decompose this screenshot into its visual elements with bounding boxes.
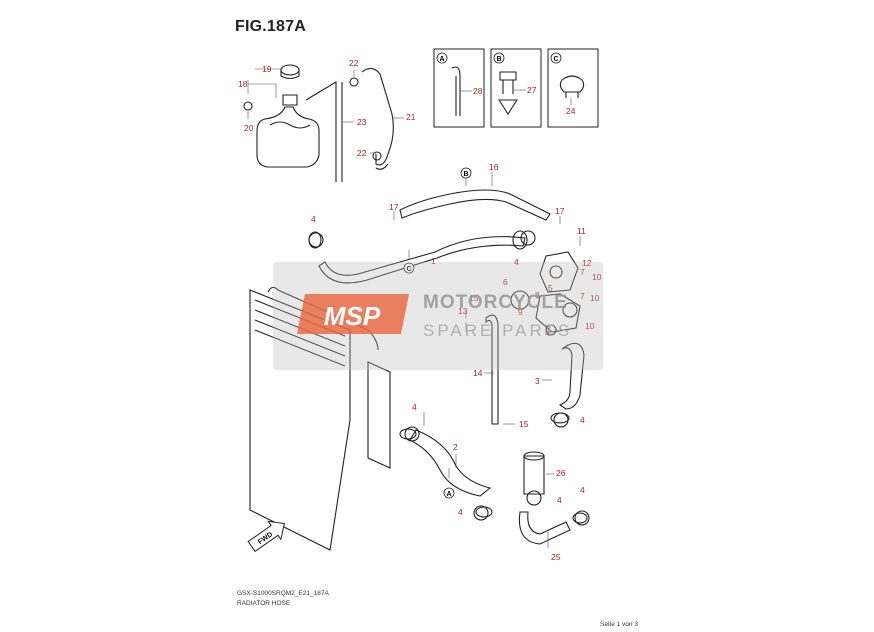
callout-17-right: 17 — [555, 206, 565, 216]
marker-a-letter: A — [446, 491, 451, 498]
inset-a-letter: A — [439, 56, 444, 63]
holder-icon — [559, 75, 585, 98]
inset-c: C 24 — [547, 48, 599, 128]
callout-labels: 19 18 20 22 23 21 22 17 16 17 4 1 4 11 1… — [238, 58, 602, 562]
callout-22-top: 22 — [349, 58, 359, 68]
fwd-arrow-icon: FWD — [247, 520, 285, 553]
page-indicator: Seite 1 von 3 — [600, 621, 638, 628]
callout-12: 12 — [582, 258, 592, 268]
callout-2: 2 — [453, 442, 458, 452]
watermark: MSP MOTORCYCLE SPARE PARTS — [273, 262, 603, 370]
callout-16: 16 — [489, 162, 499, 172]
inset-a: A 28 — [433, 48, 485, 128]
callout-4-g: 4 — [557, 495, 562, 505]
callout-11: 11 — [577, 226, 586, 236]
clip-icon — [497, 71, 519, 116]
inset-b-letter: B — [496, 56, 501, 63]
callout-18: 18 — [238, 79, 248, 89]
callout-24: 24 — [566, 106, 576, 116]
hose-25 — [518, 511, 588, 545]
callout-10-b: 10 — [590, 293, 600, 303]
callout-9: 9 — [518, 307, 523, 317]
callout-6: 6 — [503, 277, 508, 287]
callout-17-left: 17 — [389, 202, 399, 212]
inset-b: B 27 — [490, 48, 542, 128]
callout-4-c: 4 — [545, 328, 550, 338]
callout-7-a: 7 — [580, 267, 585, 277]
model-code: GSX-S1000SRQM2_E21_187A — [237, 590, 329, 597]
callout-10-a: 10 — [592, 272, 602, 282]
callout-8: 8 — [535, 290, 540, 300]
callout-19: 19 — [262, 64, 272, 74]
reservoir-tank — [243, 64, 394, 182]
callout-4-d: 4 — [412, 402, 417, 412]
callout-4-h: 4 — [458, 507, 463, 517]
callout-10-c: 10 — [585, 321, 595, 331]
marker-c: C — [403, 250, 415, 274]
watermark-brand-line2: SPARE PARTS — [423, 321, 572, 340]
inset-c-letter: C — [553, 56, 558, 63]
figure-title: FIG.187A — [235, 18, 306, 35]
leader-lines — [247, 68, 581, 548]
callout-20: 20 — [244, 123, 254, 133]
hose-16 — [399, 189, 551, 221]
callout-22-bottom: 22 — [357, 148, 367, 158]
callout-4-f: 4 — [580, 485, 585, 495]
watermark-brand-line1: MOTORCYCLE — [423, 292, 568, 313]
callout-4-b: 4 — [514, 257, 519, 267]
callout-15-bottom: 15 — [519, 419, 529, 429]
marker-a: A — [443, 468, 455, 499]
callout-4-e: 4 — [580, 415, 585, 425]
callout-28: 28 — [473, 86, 483, 96]
callout-3: 3 — [535, 376, 540, 386]
callout-4-a: 4 — [311, 214, 316, 224]
callout-5: 5 — [548, 283, 553, 293]
callout-15-top: 15 — [469, 293, 479, 303]
callout-21: 21 — [406, 112, 416, 122]
callout-13: 13 — [458, 306, 468, 316]
figure-name: RADIATOR HOSE — [237, 600, 291, 607]
callout-26: 26 — [556, 468, 566, 478]
callout-27: 27 — [527, 85, 537, 95]
cable-tie-icon — [451, 66, 461, 116]
callout-7-b: 7 — [580, 291, 585, 301]
marker-c-letter: C — [406, 266, 411, 273]
watermark-logo-text: MSP — [324, 301, 381, 331]
callout-14: 14 — [473, 368, 483, 378]
pipe-26 — [523, 451, 545, 495]
hose-2 — [399, 428, 493, 518]
marker-b-letter: B — [463, 171, 468, 178]
hose-14 — [485, 314, 499, 425]
callout-25: 25 — [551, 552, 561, 562]
callout-1: 1 — [431, 256, 436, 266]
thermostat-housing — [510, 251, 581, 333]
hose-clamps — [308, 230, 590, 526]
marker-b: B — [460, 167, 472, 186]
callout-23: 23 — [357, 117, 367, 127]
